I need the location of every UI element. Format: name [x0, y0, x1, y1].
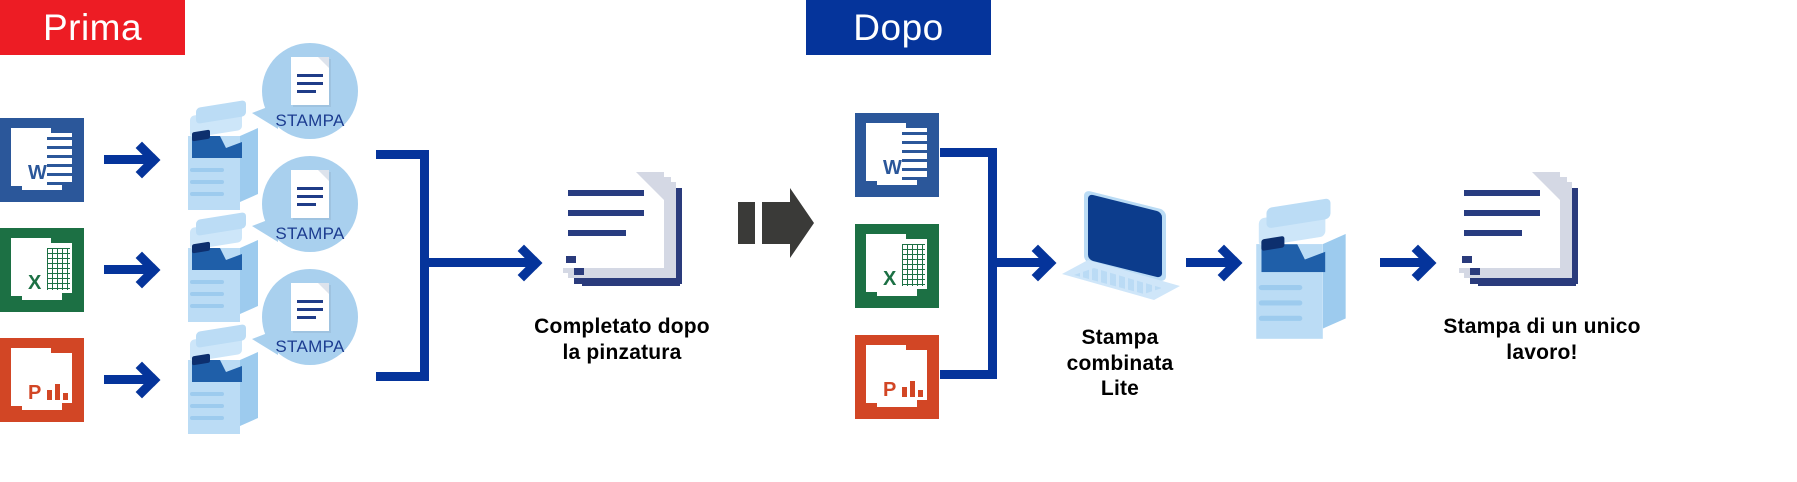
printer-2[interactable] [180, 212, 266, 332]
printer-tray [190, 292, 224, 296]
office-icon-powerpoint-before[interactable]: P [0, 338, 84, 422]
stack-bottom-edge [582, 278, 680, 286]
flow-arrow-word-to-printer [104, 155, 152, 164]
text-lines [902, 132, 928, 180]
stack-page-1 [556, 172, 664, 268]
page-shape [877, 284, 917, 296]
bubble-label: STAMPA [275, 337, 345, 357]
staple-mark [1462, 256, 1472, 263]
printer-body-side [240, 128, 258, 202]
print-bubble-1: STAMPA [252, 43, 358, 139]
text-lines [47, 137, 73, 185]
stack-bottom-edge [1478, 278, 1576, 286]
flow-arrow-excel-to-printer [104, 265, 152, 274]
printer-tray [190, 416, 224, 420]
caption-line-2: lavoro! [1506, 340, 1578, 364]
page-shape [22, 288, 62, 300]
page-shape [877, 395, 917, 407]
bar-chart-glyph [902, 377, 925, 397]
caption-completed-after-stapling: Completato dopo la pinzatura [492, 314, 752, 365]
staple-mark [574, 268, 584, 275]
printer-body-side [1322, 233, 1346, 329]
flow-arrow-printer-to-result [1380, 258, 1428, 267]
caption-line-2: combinata [1066, 351, 1174, 375]
caption-line-1: Completato dopo [534, 315, 710, 338]
word-letter: W [883, 157, 902, 179]
spreadsheet-grid [47, 248, 70, 290]
print-bubble-2: STAMPA [252, 156, 358, 252]
print-bubble-3: STAMPA [252, 269, 358, 365]
document-icon [291, 170, 329, 218]
merge-bracket-before [376, 150, 486, 381]
printer-tray [190, 392, 224, 396]
page-fold-corner [318, 170, 329, 181]
flow-arrow-laptop-to-printer [1186, 258, 1234, 267]
page-shape [877, 173, 917, 185]
caption-single-print-job: Stampa di un unico lavoro! [1392, 314, 1692, 365]
arrow-bar [738, 202, 755, 244]
ppt-letter: P [28, 382, 42, 404]
caption-line-1: Stampa [1081, 326, 1159, 349]
office-icon-word-before[interactable]: W [0, 118, 84, 202]
excel-letter: X [28, 272, 42, 294]
bubble-tail [252, 216, 278, 242]
banner-prima: Prima [0, 0, 185, 55]
page-fold-corner [318, 57, 329, 68]
caption-line-1: Stampa di un unico [1443, 315, 1641, 338]
printer-tray [1258, 315, 1303, 321]
word-letter: W [28, 162, 47, 184]
office-icon-excel-before[interactable]: X [0, 228, 84, 312]
arrow-head [762, 188, 814, 258]
flow-arrow-bracket-to-laptop [988, 258, 1048, 267]
document-icon [291, 283, 329, 331]
spreadsheet-grid [902, 244, 925, 286]
single-job-document-stack [1452, 172, 1584, 290]
printer-tray [190, 304, 224, 308]
printer-tray [190, 280, 224, 284]
banner-dopo: Dopo [806, 0, 991, 55]
printer-body-side [240, 352, 258, 426]
caption-line-3: Lite [1100, 377, 1140, 401]
page-shape [22, 398, 62, 410]
big-right-arrow-icon [738, 188, 816, 258]
printer-tray [1258, 285, 1303, 291]
staple-mark [1470, 268, 1480, 275]
bubble-tail [252, 329, 278, 355]
bubble-tail [252, 103, 278, 129]
caption-line-2: la pinzatura [562, 340, 682, 364]
bracket-top-stub [376, 150, 424, 159]
bar-chart-glyph [47, 380, 70, 400]
printer-tray [190, 180, 224, 184]
page-shape [22, 178, 62, 190]
document-icon [291, 57, 329, 105]
printer-tray [1258, 300, 1303, 306]
stack-page-1 [1452, 172, 1560, 268]
printer-tray [190, 168, 224, 172]
staple-mark [566, 256, 576, 263]
printer-tray [190, 192, 224, 196]
bracket-middle-stub [420, 258, 472, 267]
office-icon-powerpoint-after[interactable]: P [855, 335, 939, 419]
bubble-label: STAMPA [275, 111, 345, 131]
printer-1[interactable] [180, 100, 266, 220]
ppt-letter: P [883, 379, 897, 401]
laptop-icon[interactable] [1062, 189, 1182, 306]
bracket-top-stub [940, 148, 992, 157]
page-fold-corner [318, 283, 329, 294]
office-icon-excel-after[interactable]: X [855, 224, 939, 308]
printer-3[interactable] [180, 324, 266, 444]
excel-letter: X [883, 268, 897, 290]
printer-combined[interactable] [1246, 198, 1356, 352]
bracket-bottom-stub [376, 372, 424, 381]
printer-tray [190, 404, 224, 408]
printer-body-side [240, 240, 258, 314]
caption-stampa-combinata-lite: Stampa combinata Lite [1020, 325, 1220, 402]
flow-arrow-bracket-to-result-before [472, 258, 534, 267]
office-icon-word-after[interactable]: W [855, 113, 939, 197]
stapled-document-stack [556, 172, 688, 290]
bracket-bottom-stub [940, 370, 992, 379]
flow-arrow-ppt-to-printer [104, 375, 152, 384]
bubble-label: STAMPA [275, 224, 345, 244]
